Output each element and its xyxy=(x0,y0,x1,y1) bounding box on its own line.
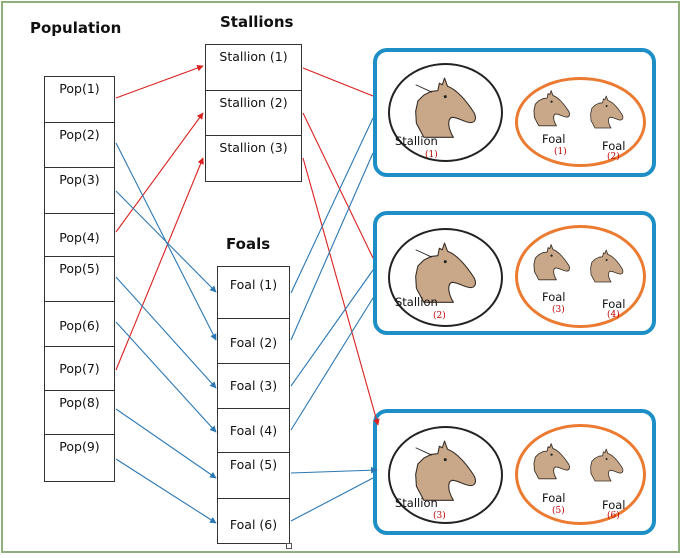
foal-horse-icon xyxy=(533,244,570,281)
foal-number: (4) xyxy=(607,310,620,320)
population-label: Pop(7) xyxy=(59,361,100,376)
foal-cell-3: Foal (3) xyxy=(217,363,290,409)
foal-number: (6) xyxy=(607,511,620,521)
foal-caption: Foal xyxy=(542,491,566,505)
population-cell-6: Pop(6) xyxy=(44,301,115,347)
line-foal4-to-group2 xyxy=(290,297,374,431)
foal-caption: Foal xyxy=(602,498,626,512)
stallion-number: (3) xyxy=(433,511,446,521)
group-panel-2: Stallion (2) Foal (3) Foal (4) xyxy=(373,211,656,335)
foal-number: (5) xyxy=(552,506,565,516)
stallions-heading: Stallions xyxy=(220,13,294,31)
arrow-pop7-to-stallion3 xyxy=(115,157,204,371)
stallion-label: Stallion (2) xyxy=(219,95,288,110)
foal-ellipse: Foal (5) Foal (6) xyxy=(515,424,646,525)
line-foal3-to-group2 xyxy=(290,269,374,387)
population-label: Pop(8) xyxy=(59,395,100,410)
stallion-ellipse xyxy=(388,63,503,162)
foal-horse-icon xyxy=(590,448,624,482)
population-label: Pop(1) xyxy=(59,81,100,96)
foals-heading: Foals xyxy=(226,235,271,253)
population-label: Pop(4) xyxy=(59,230,100,245)
population-cell-5: Pop(5) xyxy=(44,256,115,302)
foal-cell-1: Foal (1) xyxy=(217,266,290,319)
line-foal6-to-group3 xyxy=(290,477,374,522)
foal-ellipse: Foal (1) Foal (2) xyxy=(515,77,646,167)
arrow-pop8-to-foal5 xyxy=(115,408,217,479)
arrow-stallion3-to-group3 xyxy=(302,157,380,426)
foal-horse-icon xyxy=(533,443,570,480)
foal-label: Foal (4) xyxy=(229,423,278,438)
foal-label: Foal (6) xyxy=(229,517,278,532)
foal-cell-6: Foal (6) xyxy=(217,498,290,544)
line-stallion2-to-group2 xyxy=(302,112,374,259)
foal-horse-icon xyxy=(590,95,624,129)
stallion-number: (1) xyxy=(425,150,438,160)
stallion-horse-icon xyxy=(415,440,476,501)
population-label: Pop(5) xyxy=(59,261,100,276)
foal-label: Foal (1) xyxy=(229,277,278,292)
foal-number: (3) xyxy=(552,305,565,315)
line-foal1-to-group1 xyxy=(290,117,374,294)
foal-label: Foal (5) xyxy=(229,457,278,472)
stallion-label: Stallion (1) xyxy=(219,49,288,64)
population-cell-9: Pop(9) xyxy=(44,434,115,482)
stallion-caption: Stallion xyxy=(395,496,438,510)
stallion-cell-3: Stallion (3) xyxy=(205,135,302,182)
line-stallion1-to-group1 xyxy=(302,67,374,97)
population-label: Pop(3) xyxy=(59,172,100,187)
arrow-pop5-to-foal3 xyxy=(115,276,217,389)
stallion-ellipse xyxy=(388,426,503,524)
arrow-pop9-to-foal6 xyxy=(115,458,217,524)
foal-label: Foal (2) xyxy=(229,335,278,350)
foal-label: Foal (3) xyxy=(229,378,278,393)
foal-cell-5: Foal (5) xyxy=(217,452,290,499)
foal-caption: Foal xyxy=(542,132,566,146)
foal-caption: Foal xyxy=(542,290,566,304)
arrow-pop1-to-stallion1 xyxy=(115,64,204,99)
arrow-pop3-to-foal1 xyxy=(115,190,217,293)
arrow-pop6-to-foal4 xyxy=(115,321,217,433)
group-panel-1: Stallion (1) Foal (1) Foal (2) xyxy=(373,48,656,177)
resize-handle[interactable] xyxy=(286,543,292,549)
arrow-pop4-to-stallion2 xyxy=(115,112,204,233)
stallion-caption: Stallion xyxy=(395,134,438,148)
population-cell-7: Pop(7) xyxy=(44,346,115,391)
stallion-label: Stallion (3) xyxy=(219,140,288,155)
foal-horse-icon xyxy=(590,249,624,283)
population-label: Pop(6) xyxy=(59,318,100,333)
stallion-caption: Stallion xyxy=(395,295,438,309)
stallion-ellipse xyxy=(388,228,503,327)
group-panel-3: Stallion (3) Foal (5) Foal (6) xyxy=(373,409,656,535)
stallion-number: (2) xyxy=(433,311,446,321)
population-label: Pop(9) xyxy=(59,439,100,454)
foal-number: (2) xyxy=(607,152,620,162)
arrow-foal5-to-group3 xyxy=(290,466,378,474)
line-foal2-to-group1 xyxy=(290,152,374,341)
foal-number: (1) xyxy=(554,147,567,157)
foal-horse-icon xyxy=(533,90,570,127)
population-label: Pop(2) xyxy=(59,127,100,142)
foal-caption: Foal xyxy=(602,139,626,153)
population-cell-4: Pop(4) xyxy=(44,213,115,257)
foal-cell-2: Foal (2) xyxy=(217,318,290,364)
foal-caption: Foal xyxy=(602,297,626,311)
population-cell-3: Pop(3) xyxy=(44,167,115,214)
foal-ellipse: Foal (3) Foal (4) xyxy=(515,225,646,328)
stallion-horse-icon xyxy=(415,77,476,138)
foal-cell-4: Foal (4) xyxy=(217,408,290,453)
population-heading: Population xyxy=(30,19,122,37)
population-cell-2: Pop(2) xyxy=(44,122,115,168)
stallion-horse-icon xyxy=(415,242,476,303)
